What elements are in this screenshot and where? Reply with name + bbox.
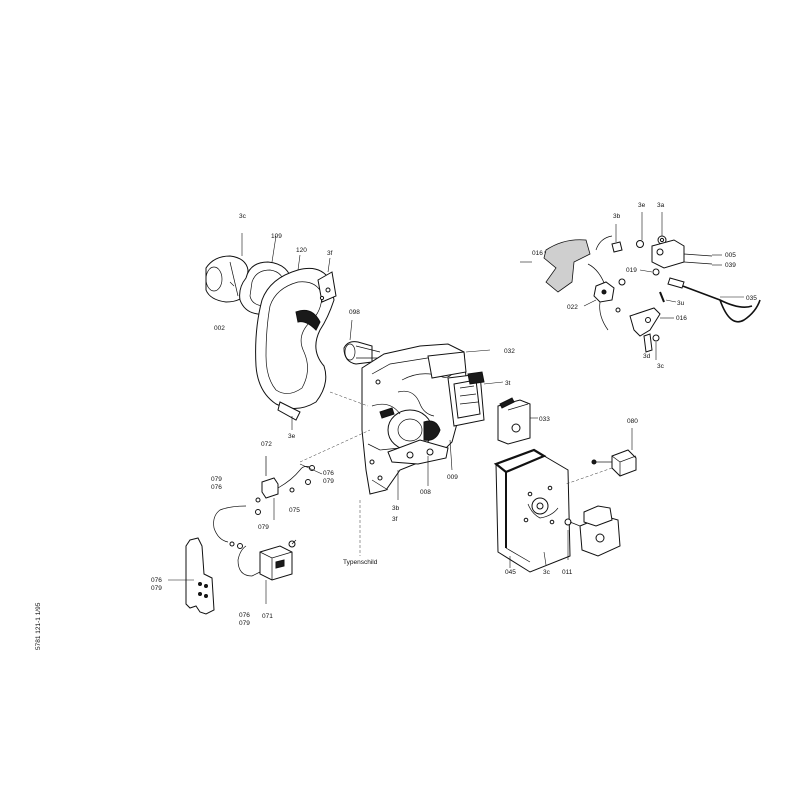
label-076-c: 076 [151, 577, 162, 584]
label-3e: 3e [288, 433, 296, 440]
label-098: 098 [349, 309, 360, 316]
burner-body-plate [361, 343, 467, 495]
side-reference-code: 5781 121-1 1/95 [35, 602, 42, 650]
label-080: 080 [627, 418, 638, 425]
label-008: 008 [420, 489, 431, 496]
label-3f-mid: 3f [392, 516, 398, 523]
label-3a-r: 3a [657, 202, 665, 209]
control-unit-032 [427, 349, 504, 427]
label-022: 022 [567, 304, 578, 311]
label-3e-r: 3e [638, 202, 646, 209]
label-120: 120 [296, 247, 307, 254]
label-109: 109 [271, 233, 282, 240]
label-079-b: 079 [211, 476, 222, 483]
ignition-transformer-071 [229, 539, 297, 604]
label-3f-top: 3f [327, 250, 333, 257]
fan-housing-120 [255, 254, 337, 430]
label-076-b: 076 [211, 484, 222, 491]
label-016-a: 016 [532, 250, 543, 257]
label-016-b: 016 [676, 315, 687, 322]
label-079-c: 079 [258, 524, 269, 531]
label-045: 045 [505, 569, 516, 576]
ignition-cable-assembly [213, 456, 315, 543]
label-3d: 3d [643, 353, 651, 360]
part-number-labels: 3c 109 120 3f 002 098 032 3t 033 3e 072 … [35, 202, 757, 650]
fan-wheel-098 [343, 319, 381, 365]
label-3b: 3b [392, 505, 400, 512]
label-079-a: 079 [323, 478, 334, 485]
label-079-e: 079 [239, 620, 250, 627]
leader-lines [299, 261, 547, 566]
label-032: 032 [504, 348, 515, 355]
label-075: 075 [289, 507, 300, 514]
cover-033 [497, 397, 538, 445]
burner-hood-045 [493, 448, 571, 573]
solenoid-plug-080 [565, 428, 637, 485]
label-3c-r: 3c [657, 363, 665, 370]
label-3c-top: 3c [239, 213, 247, 220]
label-011: 011 [562, 569, 573, 576]
label-019: 019 [626, 267, 637, 274]
ignition-electrode-parts [583, 212, 761, 360]
label-3b-r: 3b [613, 213, 621, 220]
label-079-d: 079 [151, 585, 162, 592]
label-071: 071 [262, 613, 273, 620]
label-3u: 3u [677, 300, 685, 307]
label-039: 039 [725, 262, 736, 269]
photocell-holder-016 [543, 235, 613, 293]
label-009: 009 [447, 474, 458, 481]
label-3c-bot: 3c [543, 569, 551, 576]
oil-pump-011 [564, 505, 621, 560]
mounting-bracket [168, 537, 215, 615]
label-002: 002 [214, 325, 225, 332]
label-005: 005 [725, 252, 736, 259]
label-typenschild: Typenschild [343, 559, 378, 566]
label-3t: 3t [505, 380, 511, 387]
label-076-a: 076 [323, 470, 334, 477]
label-072: 072 [261, 441, 272, 448]
label-035: 035 [746, 295, 757, 302]
label-076-d: 076 [239, 612, 250, 619]
label-033: 033 [539, 416, 550, 423]
